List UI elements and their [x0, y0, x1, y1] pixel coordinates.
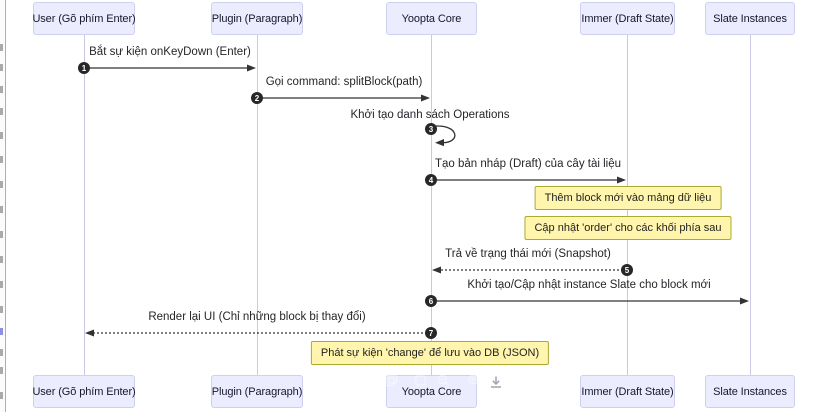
message-4-label: Tạo bản nháp (Draft) của cây tài liệu [434, 158, 622, 170]
lifeline-user [84, 35, 85, 376]
message-6-label: Khởi tạo/Cập nhật instance Slate cho blo… [467, 279, 711, 291]
frame-icon[interactable] [414, 374, 427, 387]
participant-user-top: User (Gõ phím Enter) [32, 2, 136, 35]
message-4-number: 4 [425, 174, 437, 186]
note-change-event: Phát sự kiện 'change' để lưu vào DB (JSO… [310, 341, 550, 365]
note-add-block: Thêm block mới vào mảng dữ liệu [534, 186, 722, 210]
participant-yoopta-top: Yoopta Core [386, 2, 477, 35]
participant-slate-bottom: Slate Instances [705, 375, 795, 408]
participant-user-bottom: User (Gõ phím Enter) [32, 375, 136, 408]
participant-immer-bottom: Immer (Draft State) [580, 375, 675, 408]
lifeline-slate [750, 35, 751, 376]
download-icon[interactable] [489, 375, 503, 389]
zoom-in-icon[interactable] [467, 374, 480, 387]
copy-icon[interactable] [385, 374, 398, 387]
message-2-number: 2 [251, 92, 263, 104]
message-2-label: Gọi command: splitBlock(path) [265, 76, 423, 88]
participant-immer-top: Immer (Draft State) [580, 2, 675, 35]
participant-yoopta-bottom: Yoopta Core [386, 375, 477, 408]
message-1-label: Bắt sự kiện onKeyDown (Enter) [89, 46, 251, 58]
participant-plugin-bottom: Plugin (Paragraph) [211, 375, 303, 408]
left-edge-clipped-content [0, 0, 6, 412]
message-1-number: 1 [78, 62, 90, 74]
message-3-label: Khởi tạo danh sách Operations [350, 109, 510, 121]
zoom-out-icon[interactable] [437, 374, 450, 387]
message-5-number: 5 [621, 264, 633, 276]
lifeline-plugin [257, 35, 258, 376]
participant-plugin-top: Plugin (Paragraph) [211, 2, 303, 35]
message-7-number: 7 [425, 327, 437, 339]
lifeline-yoopta [431, 35, 432, 376]
message-6-number: 6 [425, 295, 437, 307]
message-5-label: Trả về trạng thái mới (Snapshot) [445, 248, 611, 260]
note-update-order: Cập nhật 'order' cho các khối phía sau [524, 216, 732, 240]
message-3-number: 3 [425, 123, 437, 135]
message-7-label: Render lại UI (Chỉ những block bị thay đ… [148, 311, 366, 323]
participant-slate-top: Slate Instances [705, 2, 795, 35]
